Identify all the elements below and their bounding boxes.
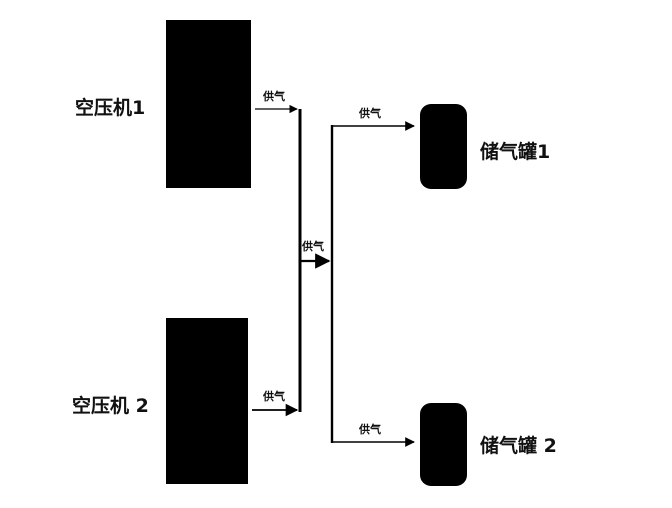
- main-supply-flow-label: 供气: [301, 239, 324, 253]
- compressor-2-label: 空压机 2: [72, 394, 149, 417]
- compressor-1-label: 空压机1: [75, 96, 145, 119]
- tank-1-block: [420, 104, 467, 189]
- tank-2-block: [420, 403, 467, 486]
- compressor-2-block: [166, 318, 248, 484]
- tank-2-flow-label: 供气: [358, 422, 381, 436]
- tank-1-label: 储气罐1: [480, 140, 550, 163]
- tank-1-flow-label: 供气: [358, 106, 381, 120]
- compressor-2-flow-label: 供气: [262, 389, 285, 403]
- tank-2-label: 储气罐 2: [480, 434, 557, 457]
- compressor-1-flow-label: 供气: [262, 89, 285, 103]
- compressor-1-block: [166, 20, 251, 188]
